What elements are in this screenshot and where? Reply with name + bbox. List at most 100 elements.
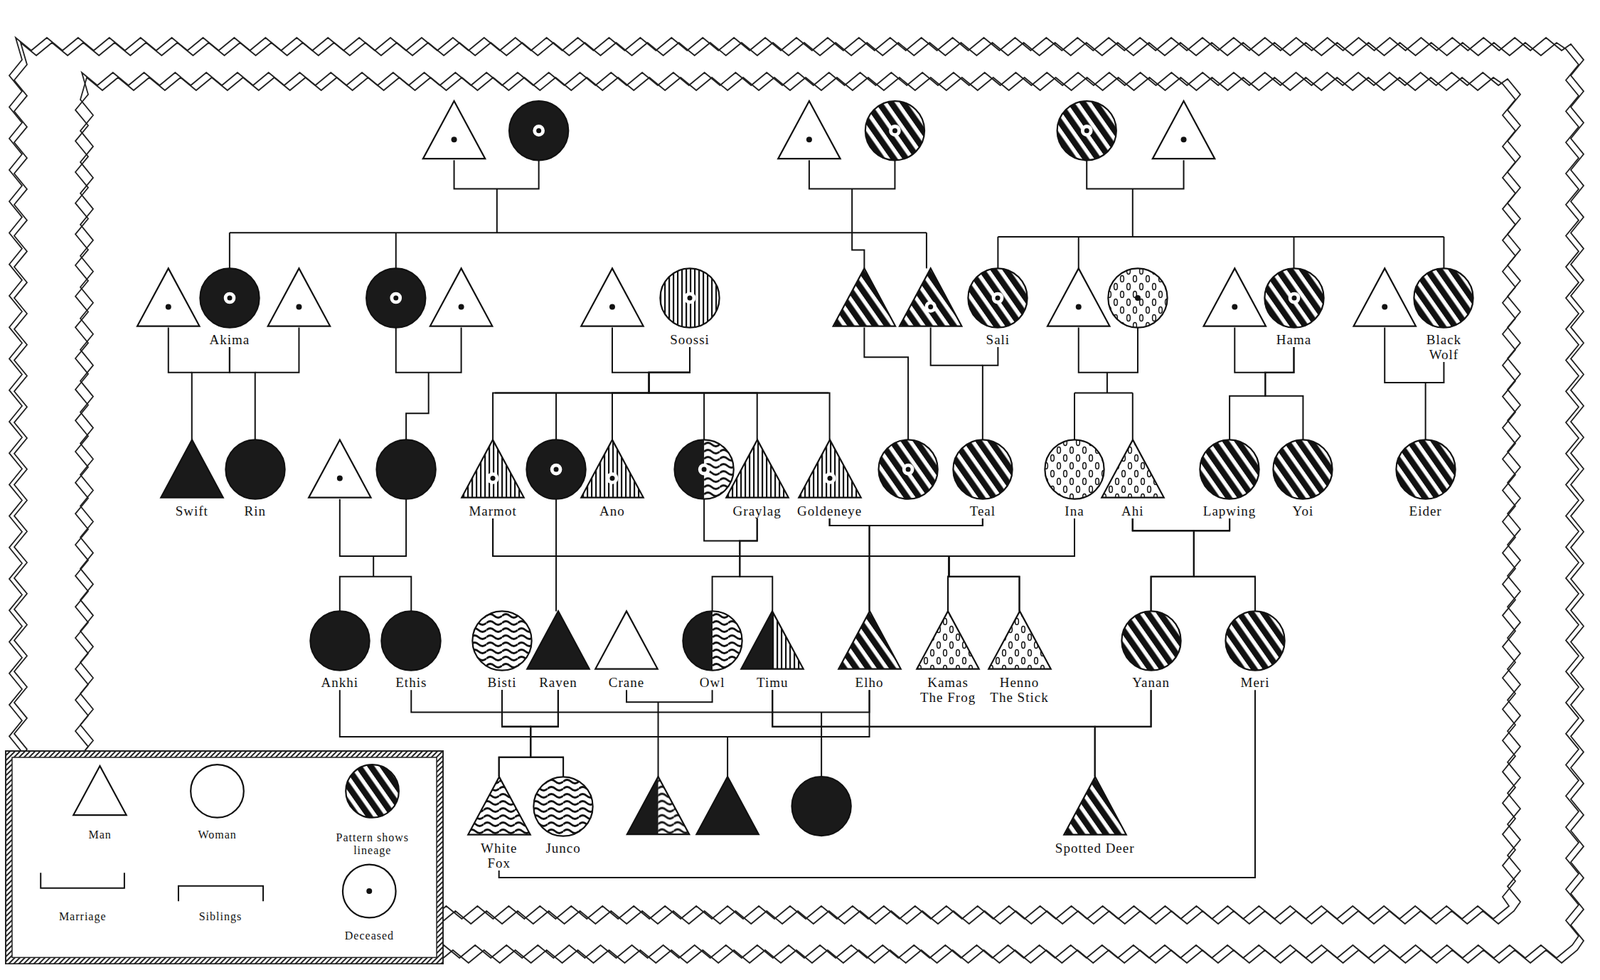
kin-line: [530, 689, 564, 777]
kin-line: [499, 689, 559, 777]
deceased-dot: [393, 295, 399, 301]
symbol-fill: [366, 268, 426, 328]
man-symbol: [460, 436, 526, 503]
symbol-outline: [73, 765, 126, 815]
person-name: Ina: [1063, 503, 1086, 519]
marriage-sample: [40, 872, 125, 889]
deceased-dot: [451, 136, 458, 143]
kin-line: [820, 712, 823, 777]
person: Eider: [1393, 436, 1459, 519]
person: Hama: [1261, 265, 1327, 348]
kin-line: [739, 518, 773, 611]
legend-box: ManWomanPattern shows lineageMarriageSib…: [4, 750, 444, 965]
person-name: Meri: [1239, 674, 1272, 690]
kin-lines: [168, 160, 1445, 777]
person-name: Kamas The Frog: [915, 674, 982, 705]
legend-label: Woman: [160, 828, 275, 842]
symbol-outline: [268, 268, 330, 326]
kin-line: [703, 392, 705, 440]
deceased-dot: [687, 295, 693, 301]
person: Yanan: [1118, 608, 1184, 690]
man-symbol: [739, 608, 805, 674]
kin-line: [1132, 518, 1256, 611]
symbol-fill: [627, 776, 690, 835]
kin-line: [1132, 518, 1230, 531]
kin-line: [657, 701, 660, 777]
symbol-fill: [682, 611, 742, 671]
siblings-sample: [178, 886, 264, 902]
symbol-fill: [472, 611, 532, 671]
deceased-dot: [1084, 128, 1090, 133]
symbol-fill: [1101, 439, 1164, 498]
kin-line: [396, 327, 462, 373]
kin-line: [502, 689, 564, 777]
man-symbol: [268, 268, 330, 326]
symbol-fill: [595, 611, 658, 670]
symbol-outline: [1395, 439, 1455, 499]
symbol-fill: [659, 268, 719, 328]
symbol-outline: [726, 439, 788, 498]
deceased-ring: [224, 292, 237, 305]
deceased-dot: [1381, 303, 1388, 310]
kin-line: [869, 518, 983, 611]
unnamed-people: [137, 100, 1416, 836]
symbol-outline: [595, 611, 658, 670]
man-symbol: [1100, 436, 1166, 503]
symbol-outline: [798, 439, 861, 498]
symbol-fill: [741, 611, 804, 670]
woman-symbol: [190, 764, 244, 818]
legend-label: Man: [43, 828, 158, 842]
symbol-outline: [777, 100, 840, 159]
deceased-dot: [827, 475, 832, 481]
kin-line: [499, 689, 1256, 878]
man-symbol: [579, 436, 645, 503]
woman-symbol: [376, 439, 436, 499]
man-symbol: [987, 608, 1053, 674]
symbol-fill: [1414, 268, 1474, 328]
kin-line: [1229, 347, 1294, 440]
person: Elho: [836, 608, 903, 690]
symbol-outline: [580, 268, 643, 326]
legend-label: Pattern shows lineage: [315, 831, 430, 857]
symbol-fill: [73, 765, 126, 815]
symbol-outline: [137, 268, 200, 326]
deceased-ring: [606, 472, 619, 485]
woman-symbol: [196, 265, 263, 331]
person-name: Junco: [544, 840, 582, 856]
kin-line: [1106, 372, 1108, 394]
kin-line: [555, 392, 557, 440]
deceased-dot: [1075, 303, 1082, 310]
kin-line: [1078, 236, 1080, 269]
symbol-outline: [1047, 268, 1110, 326]
deceased-dot: [366, 888, 372, 894]
deceased-ring: [698, 463, 711, 476]
woman-symbol: [674, 439, 734, 499]
person-name: Soossi: [668, 332, 712, 348]
person-name: Black Wolf: [1414, 332, 1474, 362]
symbol-outline: [682, 611, 742, 671]
legend-label: Deceased: [312, 929, 426, 943]
symbol-outline: [741, 611, 804, 670]
person: Swift: [159, 436, 225, 519]
man-symbol: [696, 776, 759, 835]
person: Raven: [525, 608, 591, 690]
symbol-outline: [1273, 439, 1333, 499]
deceased-ring: [924, 300, 937, 313]
symbol-fill: [1353, 268, 1416, 326]
legend-border: [9, 753, 441, 960]
woman-symbol: [1393, 436, 1459, 503]
deceased-dot: [1231, 303, 1238, 310]
symbol-fill: [190, 764, 244, 818]
symbol-fill: [1044, 439, 1104, 499]
deceased-dot: [165, 303, 172, 310]
kin-line: [930, 327, 983, 366]
symbol-outline: [526, 439, 586, 499]
symbol-fill: [430, 268, 493, 326]
symbol-fill: [952, 439, 1012, 499]
man-symbol: [915, 608, 981, 674]
symbol-outline: [423, 100, 485, 159]
symbol-outline: [1057, 100, 1117, 160]
symbol-outline: [838, 611, 901, 670]
kin-line: [406, 372, 429, 441]
